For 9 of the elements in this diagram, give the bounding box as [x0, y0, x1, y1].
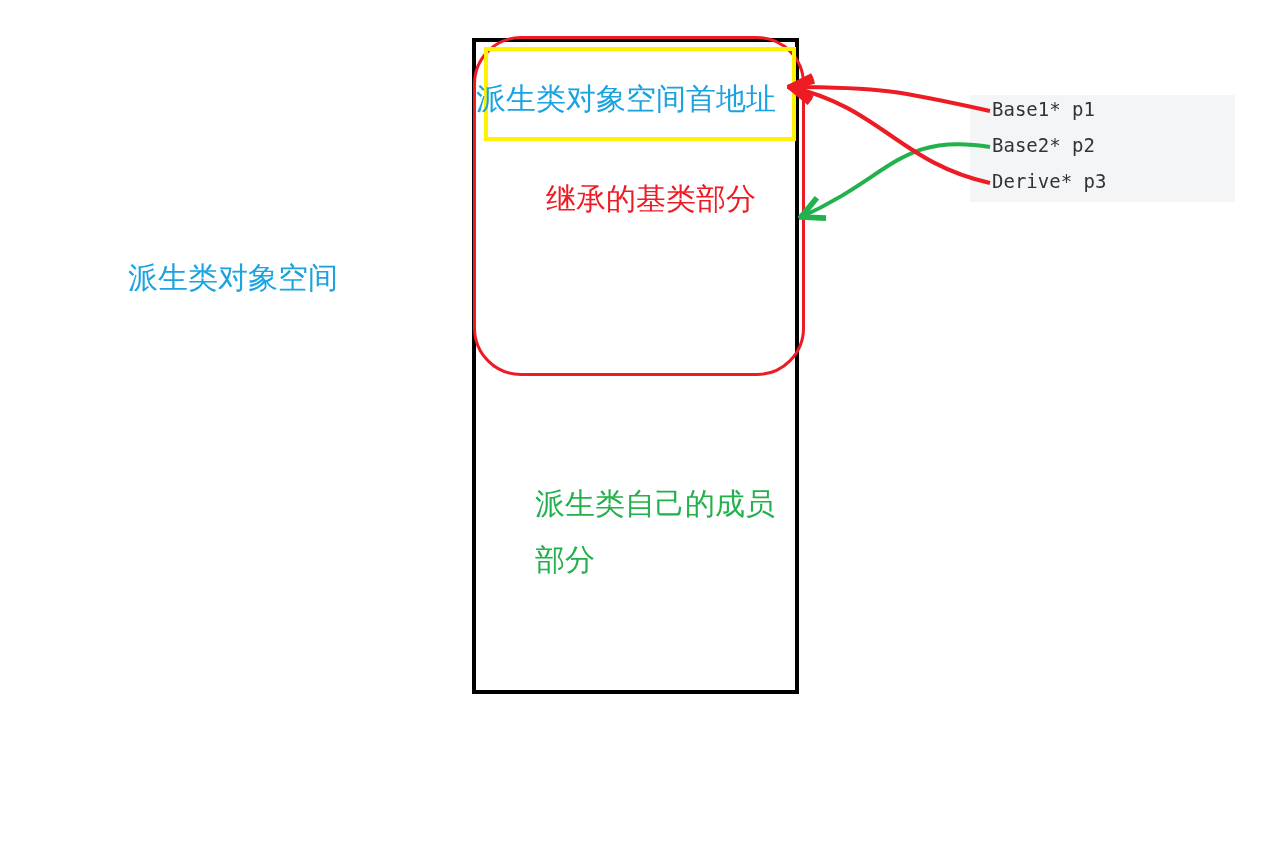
- pointer-declaration: Base2* p2: [992, 134, 1122, 160]
- base-part-region: [473, 36, 805, 376]
- region-label: 派生类自己的成员部分: [535, 485, 776, 579]
- pointer-declaration: Base1* p1: [992, 98, 1122, 124]
- region-label: 继承的基类部分: [546, 180, 756, 218]
- block-caption: 派生类对象空间: [128, 259, 338, 297]
- arrow: [798, 142, 991, 221]
- arrow: [787, 79, 991, 185]
- pointer-declaration: Derive* p3: [992, 170, 1122, 196]
